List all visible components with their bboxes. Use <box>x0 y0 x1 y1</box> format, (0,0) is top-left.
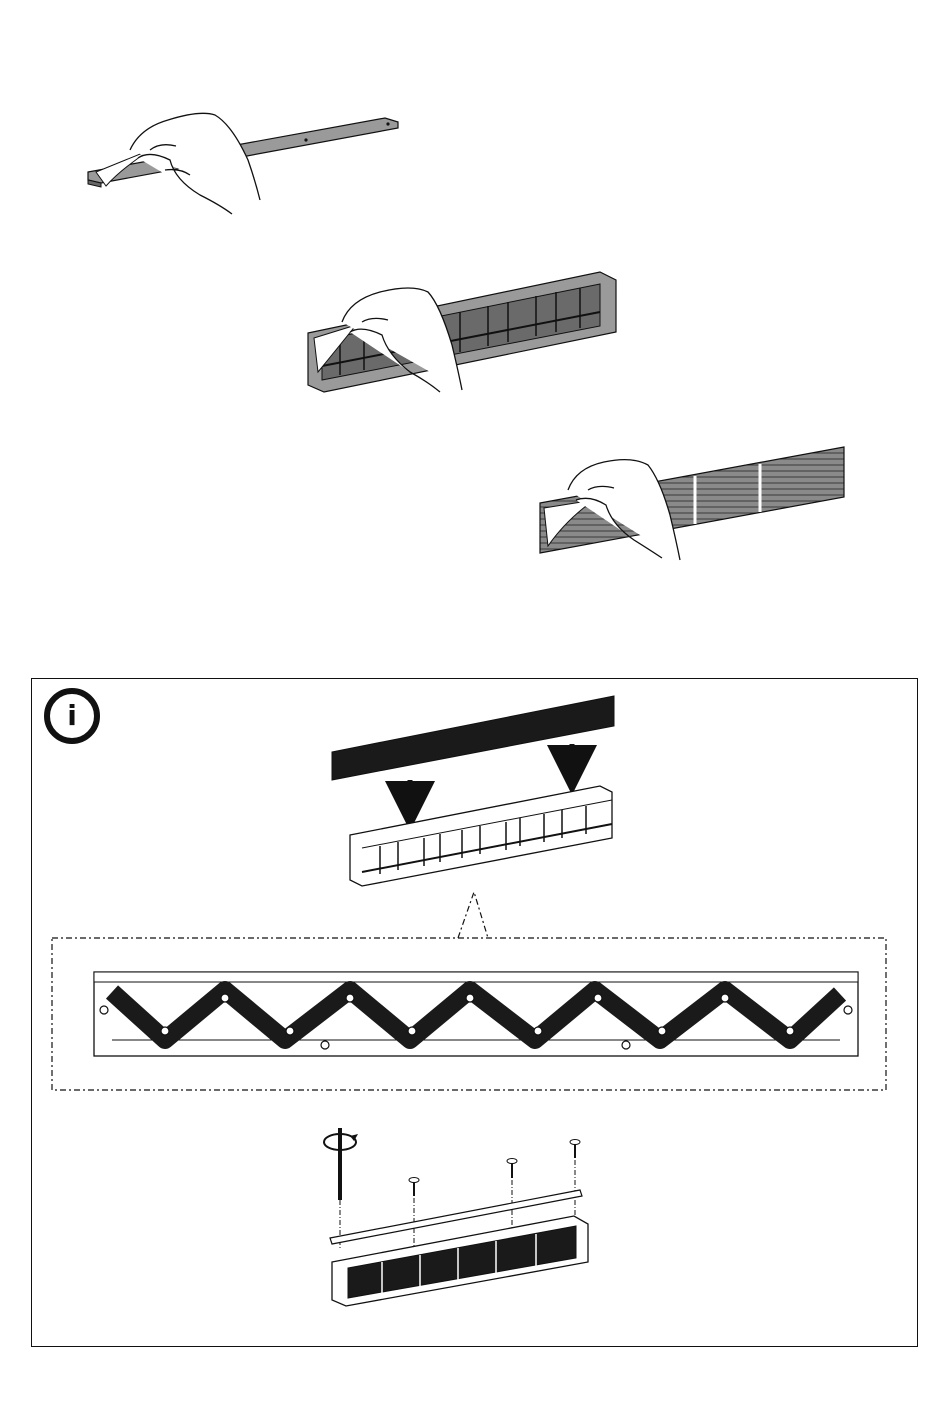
hand-icon <box>130 113 260 214</box>
step-1-rail-illustration <box>88 113 398 214</box>
step-3-grille-illustration <box>540 447 844 560</box>
info-panel <box>31 678 918 1347</box>
info-glyph: i <box>67 702 77 730</box>
step-2-frame-illustration <box>308 272 616 392</box>
info-icon: i <box>44 688 100 744</box>
